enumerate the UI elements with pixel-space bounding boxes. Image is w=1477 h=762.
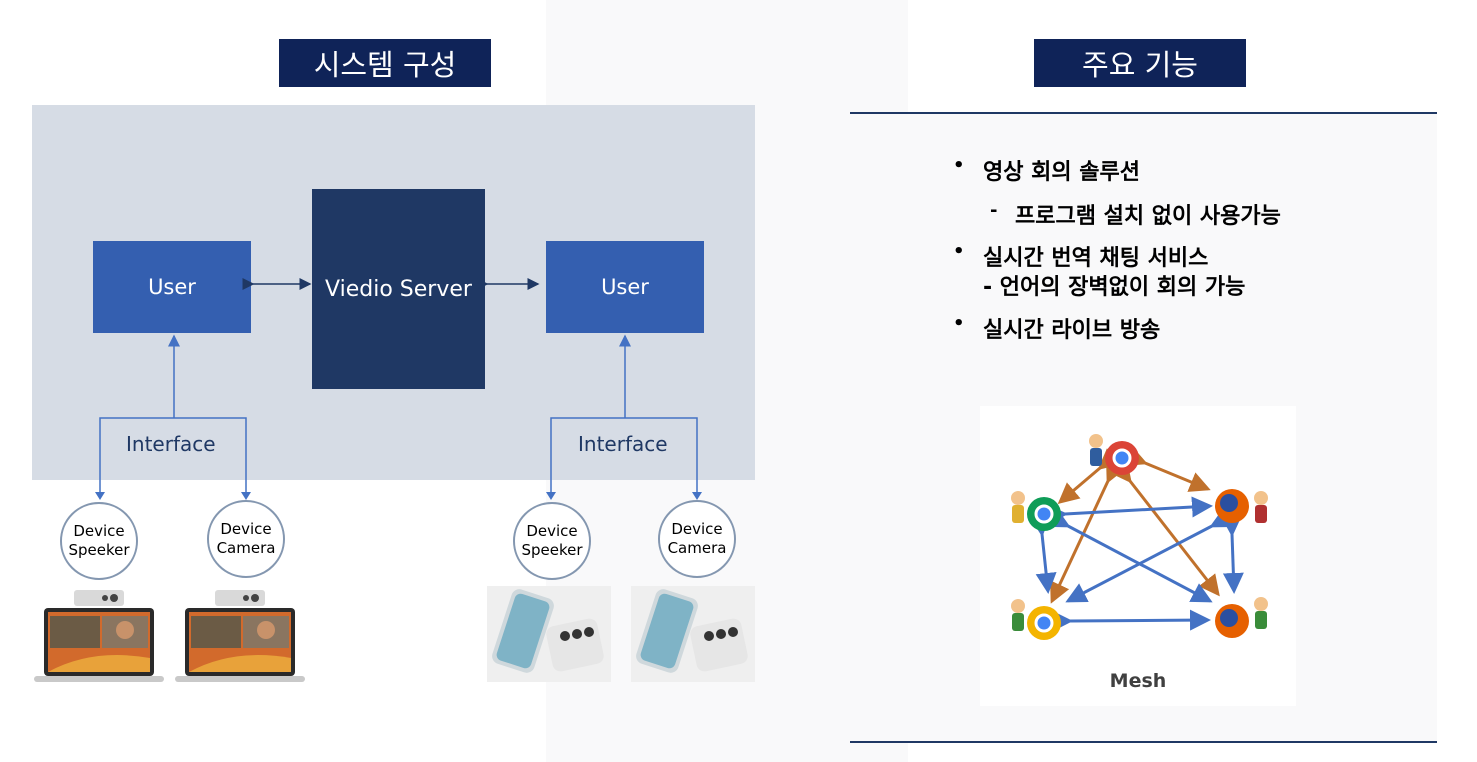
- feature-item: 실시간 라이브 방송: [983, 318, 1161, 343]
- firefox-icon: [1215, 489, 1249, 523]
- device-label: Device: [220, 520, 272, 538]
- bullet-icon: •: [953, 313, 965, 334]
- feature-subitem: 프로그램 설치 없이 사용가능: [1015, 204, 1281, 229]
- server-box: Viedio Server: [312, 189, 485, 389]
- features-title: 주요 기능: [1034, 39, 1246, 87]
- laptop-image-left: [34, 590, 164, 682]
- phone-image-right: [631, 586, 755, 682]
- user-icon: [1254, 491, 1268, 523]
- system-title: 시스템 구성: [279, 39, 491, 87]
- firefox-icon: [1215, 604, 1249, 638]
- laptop-image-right: [175, 590, 305, 682]
- interface-label-left: Interface: [126, 432, 216, 456]
- device-label: Device: [526, 522, 578, 540]
- chrome-icon: [1105, 441, 1139, 475]
- user-icon: [1011, 599, 1025, 631]
- feature-subitem: - 언어의 장벽없이 회의 가능: [983, 275, 1246, 300]
- mesh-diagram: Mesh: [980, 406, 1296, 706]
- mesh-network-graphic: [1011, 434, 1268, 640]
- dash-icon: -: [990, 200, 998, 221]
- chrome-icon: [1027, 497, 1061, 531]
- bottom-rule: [850, 741, 1437, 743]
- bullet-icon: •: [953, 241, 965, 262]
- device-label: Camera: [667, 539, 727, 557]
- device-label: Device: [671, 520, 723, 538]
- device-label: Speeker: [68, 541, 130, 559]
- interface-label-right: Interface: [578, 432, 668, 456]
- device-speaker-right: Device Speeker: [513, 502, 591, 580]
- user-icon: [1089, 434, 1103, 466]
- user-icon: [1011, 491, 1025, 523]
- device-camera-left: Device Camera: [207, 500, 285, 578]
- device-label: Camera: [216, 539, 276, 557]
- device-label: Device: [73, 522, 125, 540]
- device-label: Speeker: [521, 541, 583, 559]
- top-rule: [850, 112, 1437, 114]
- feature-item: 실시간 번역 채팅 서비스: [983, 246, 1209, 271]
- device-camera-right: Device Camera: [658, 500, 736, 578]
- mesh-label: Mesh: [1109, 670, 1167, 692]
- user-box-right: User: [546, 241, 704, 333]
- phone-image-left: [487, 586, 611, 682]
- chrome-icon: [1027, 606, 1061, 640]
- bullet-icon: •: [953, 155, 965, 176]
- user-box-left: User: [93, 241, 251, 333]
- device-speaker-left: Device Speeker: [60, 502, 138, 580]
- feature-item: 영상 회의 솔루션: [983, 160, 1140, 185]
- user-icon: [1254, 597, 1268, 629]
